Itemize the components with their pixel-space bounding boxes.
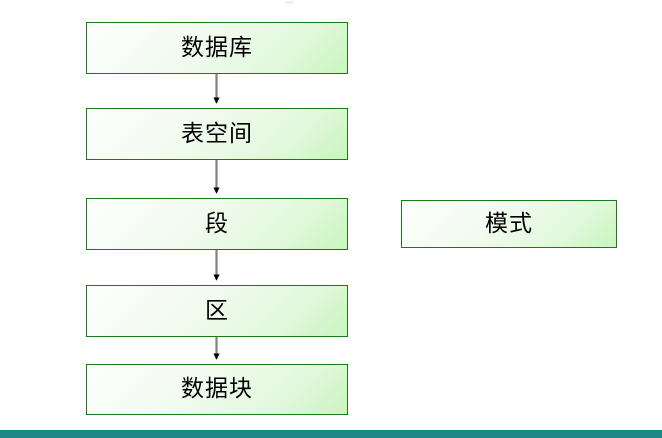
node-block-label: 数据块 <box>181 376 253 402</box>
node-schema[interactable]: 模式 <box>401 200 617 248</box>
node-extent[interactable]: 区 <box>86 285 348 337</box>
node-tablespace[interactable]: 表空间 <box>86 108 348 160</box>
node-segment[interactable]: 段 <box>86 198 348 250</box>
node-database[interactable]: 数据库 <box>86 22 348 74</box>
node-tablespace-label: 表空间 <box>181 120 253 147</box>
bottom-accent-bar <box>0 430 662 438</box>
node-schema-label: 模式 <box>485 210 533 237</box>
node-extent-label: 区 <box>205 297 229 324</box>
top-artifact <box>285 1 293 4</box>
node-database-label: 数据库 <box>181 34 253 61</box>
node-block[interactable]: 数据块 <box>86 364 348 415</box>
node-segment-label: 段 <box>205 210 229 237</box>
